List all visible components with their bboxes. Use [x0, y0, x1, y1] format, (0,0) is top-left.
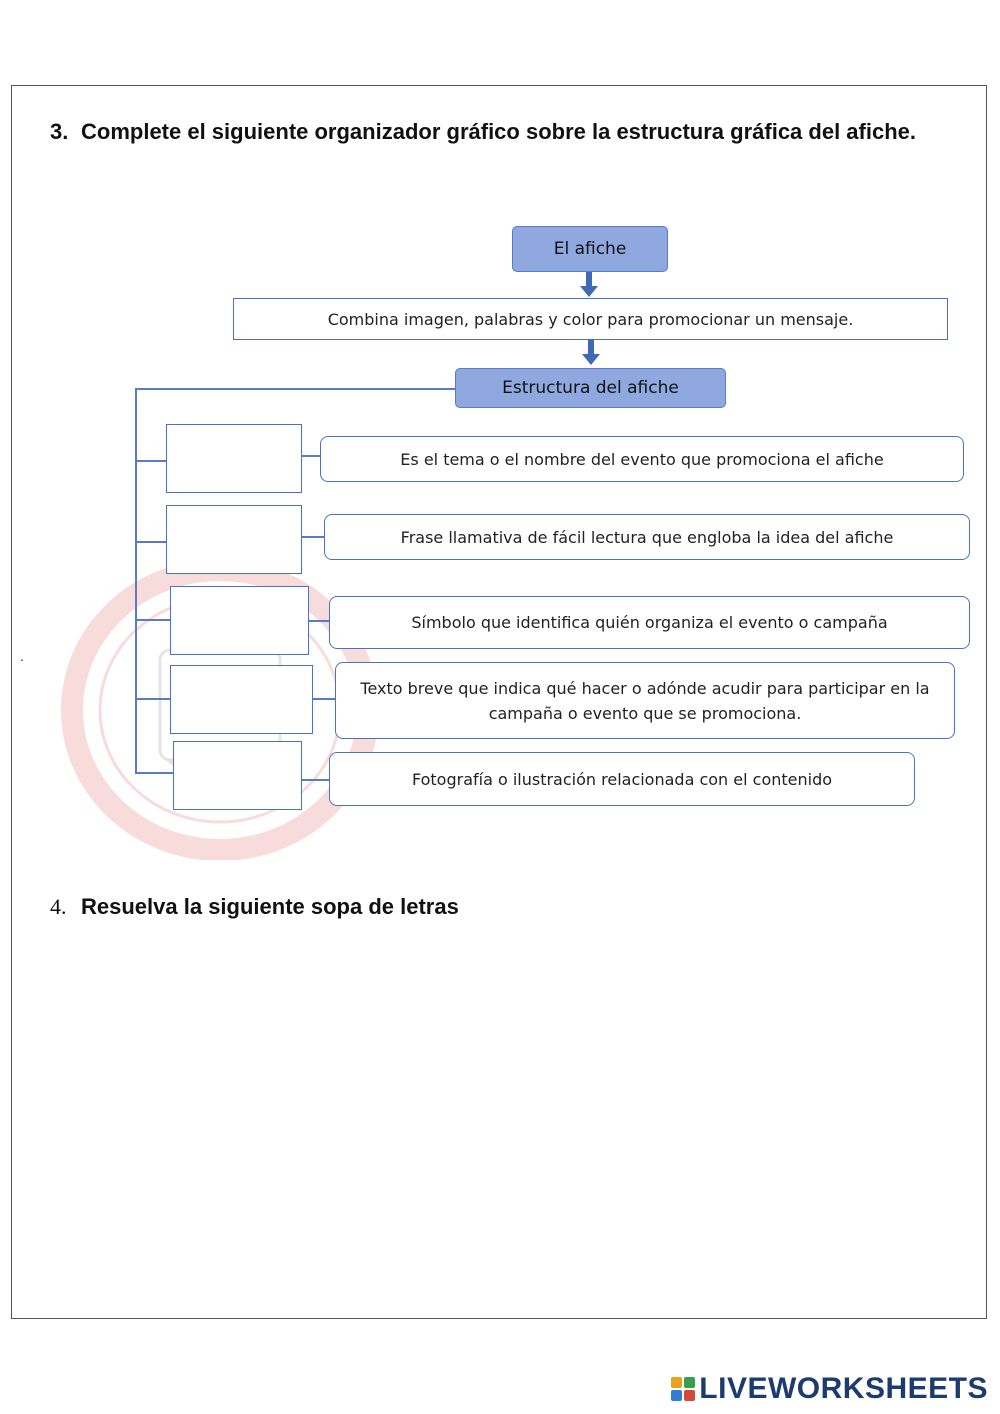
description-text: Frase llamativa de fácil lectura que eng…	[400, 527, 894, 547]
description-box-2: Frase llamativa de fácil lectura que eng…	[324, 514, 970, 560]
connector-line	[302, 536, 324, 538]
answer-box-1[interactable]	[166, 424, 302, 493]
arrow-down-icon	[582, 340, 600, 365]
liveworksheets-logo: LIVEWORKSHEETS	[671, 1372, 988, 1406]
branch-line	[135, 541, 167, 543]
description-box-4: Texto breve que indica qué hacer o adónd…	[335, 662, 955, 739]
description-text: Es el tema o el nombre del evento que pr…	[400, 449, 884, 469]
stray-mark: .	[20, 648, 24, 664]
brand-name: LIVEWORKSHEETS	[699, 1372, 988, 1405]
description-text: Texto breve que indica qué hacer o adónd…	[360, 678, 930, 723]
connector-line	[313, 698, 335, 700]
branch-line	[135, 772, 175, 774]
connector-line	[296, 455, 320, 457]
question-3-text: Complete el siguiente organizador gráfic…	[81, 119, 917, 144]
question-4-number: 4.	[50, 894, 67, 919]
connector-line	[302, 779, 329, 781]
description-box-1: Es el tema o el nombre del evento que pr…	[320, 436, 964, 482]
answer-box-4[interactable]	[170, 665, 313, 734]
description-box-5: Fotografía o ilustración relacionada con…	[329, 752, 915, 806]
branch-line	[135, 619, 171, 621]
branch-line	[135, 460, 167, 462]
description-text: Fotografía o ilustración relacionada con…	[411, 769, 833, 789]
answer-box-3[interactable]	[170, 586, 309, 655]
structure-title: Estructura del afiche	[502, 378, 679, 398]
bracket-top-line	[135, 388, 455, 390]
bracket-vertical-line	[135, 388, 137, 773]
page-frame	[11, 85, 987, 1319]
answer-box-5[interactable]	[173, 741, 302, 810]
structure-title-box: Estructura del afiche	[455, 368, 726, 408]
question-4-text: Resuelva la siguiente sopa de letras	[81, 894, 459, 919]
question-3-number: 3.	[50, 119, 69, 144]
definition-text: Combina imagen, palabras y color para pr…	[327, 309, 854, 329]
logo-grid-icon	[671, 1377, 696, 1401]
organizer-title: El afiche	[553, 239, 627, 259]
organizer-title-box: El afiche	[512, 226, 668, 272]
branch-line	[135, 698, 171, 700]
description-box-3: Símbolo que identifica quién organiza el…	[329, 596, 970, 649]
description-text: Símbolo que identifica quién organiza el…	[411, 613, 888, 632]
arrow-down-icon	[580, 272, 598, 297]
answer-box-2[interactable]	[166, 505, 302, 574]
definition-box: Combina imagen, palabras y color para pr…	[233, 298, 948, 340]
connector-line	[309, 620, 329, 622]
